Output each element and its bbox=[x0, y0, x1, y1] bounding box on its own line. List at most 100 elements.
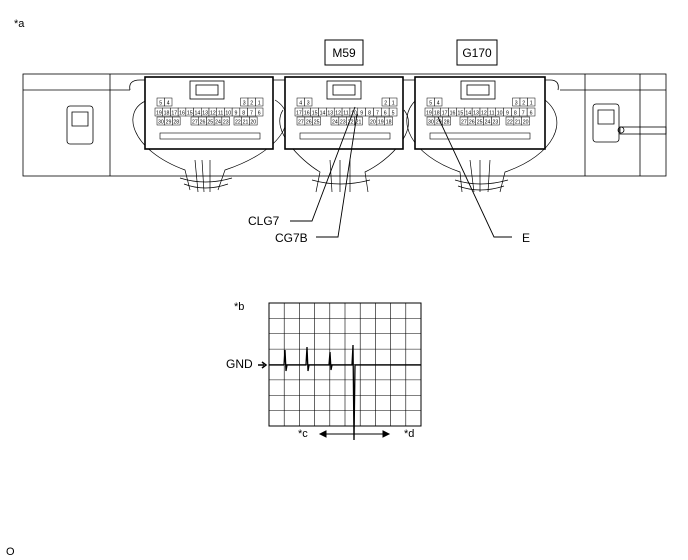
leader-e bbox=[437, 116, 512, 238]
pin-number: 9 bbox=[235, 110, 238, 116]
pin-top-left-cell bbox=[164, 97, 173, 107]
callout-cg7b: CG7B bbox=[275, 231, 308, 245]
leader-clg7 bbox=[290, 106, 356, 222]
pin-mid-cell bbox=[255, 107, 264, 117]
pin-mid-cell bbox=[388, 107, 398, 117]
pin-top-right-cell bbox=[527, 97, 536, 107]
svg-text:G170: G170 bbox=[462, 46, 492, 60]
pin-number: 23 bbox=[492, 119, 498, 125]
pin-number: 11 bbox=[343, 110, 348, 116]
pin-number: 24 bbox=[485, 119, 491, 125]
latch bbox=[326, 80, 362, 100]
pin-mid-cell bbox=[526, 107, 536, 117]
ref-c-label: *c bbox=[298, 428, 308, 440]
pin-bottom-left-cell bbox=[312, 116, 321, 126]
pin-number: 14 bbox=[465, 110, 471, 116]
pin-top-left-cell bbox=[434, 97, 443, 107]
pin-number: 22 bbox=[507, 119, 513, 125]
pin-number: 29 bbox=[166, 119, 172, 125]
pin-number: 22 bbox=[348, 119, 354, 125]
pin-bottom-left-cell bbox=[442, 116, 451, 126]
pin-number: 23 bbox=[223, 119, 229, 125]
callout-e: E bbox=[522, 231, 530, 245]
pin-bottom-mid-cell bbox=[221, 116, 230, 126]
pin-number: 16 bbox=[450, 110, 456, 116]
pin-number: 8 bbox=[368, 110, 371, 116]
pin-number: 16 bbox=[304, 110, 310, 116]
leader-cg7b bbox=[316, 113, 358, 238]
pin-number: 21 bbox=[356, 119, 362, 125]
pin-number: 15 bbox=[312, 110, 318, 116]
pin-top-right-cell bbox=[389, 97, 398, 107]
ecu-housing bbox=[22, 73, 667, 177]
pin-number: 20 bbox=[370, 119, 376, 125]
oscilloscope-screen bbox=[268, 302, 422, 441]
pin-number: 26 bbox=[200, 119, 206, 125]
pin-number: 30 bbox=[428, 119, 434, 125]
pin-number: 16 bbox=[179, 110, 185, 116]
pin-number: 1 bbox=[530, 100, 533, 106]
pin-number: 3 bbox=[307, 100, 310, 106]
gnd-label: GND bbox=[226, 357, 253, 371]
pin-number: 12 bbox=[481, 110, 487, 116]
pin-bottom-right-cell bbox=[249, 116, 258, 126]
pin-number: 17 bbox=[171, 110, 177, 116]
pin-number: 20 bbox=[523, 119, 529, 125]
pin-bottom-right-cell bbox=[384, 116, 393, 126]
pin-number: 5 bbox=[159, 100, 162, 106]
gnd-arrow bbox=[258, 361, 268, 369]
pin-number: 15 bbox=[187, 110, 193, 116]
pin-number: 9 bbox=[360, 110, 363, 116]
pin-bottom-left-cell bbox=[172, 116, 181, 126]
pin-number: 11 bbox=[489, 110, 494, 116]
pin-number: 1 bbox=[258, 100, 261, 106]
pin-bottom-mid-cell bbox=[491, 116, 500, 126]
pin-number: 2 bbox=[250, 100, 253, 106]
ref-d-label: *d bbox=[404, 428, 414, 440]
callout-clg7: CLG7 bbox=[248, 214, 280, 228]
pin-number: 4 bbox=[437, 100, 440, 106]
pin-number: 2 bbox=[522, 100, 525, 106]
pin-number: 18 bbox=[434, 110, 440, 116]
latch bbox=[460, 80, 496, 100]
pin-number: 11 bbox=[218, 110, 223, 116]
pin-number: 26 bbox=[306, 119, 312, 125]
time-span-arrow bbox=[318, 430, 391, 438]
pin-number: 20 bbox=[250, 119, 256, 125]
pin-number: 19 bbox=[156, 110, 162, 116]
pin-number: 6 bbox=[258, 110, 261, 116]
pin-number: 29 bbox=[436, 119, 442, 125]
pin-number: 7 bbox=[522, 110, 525, 116]
pin-number: 15 bbox=[457, 110, 463, 116]
pin-number: 19 bbox=[378, 119, 384, 125]
pin-number: 14 bbox=[195, 110, 201, 116]
pin-number: 18 bbox=[164, 110, 170, 116]
pin-number: 26 bbox=[469, 119, 475, 125]
pin-number: 10 bbox=[497, 110, 503, 116]
pin-number: 9 bbox=[506, 110, 509, 116]
pin-number: 25 bbox=[477, 119, 483, 125]
pin-number: 6 bbox=[384, 110, 387, 116]
pin-number: 28 bbox=[173, 119, 179, 125]
pin-number: 1 bbox=[392, 100, 395, 106]
pin-number: 13 bbox=[327, 110, 333, 116]
pin-number: 27 bbox=[192, 119, 198, 125]
pin-number: 21 bbox=[243, 119, 249, 125]
pin-number: 22 bbox=[235, 119, 241, 125]
pin-number: 27 bbox=[461, 119, 467, 125]
pin-top-left-cell bbox=[304, 97, 313, 107]
connector-tag-g170: G170 bbox=[456, 39, 498, 66]
pin-number: 25 bbox=[207, 119, 213, 125]
pin-bottom-right-cell bbox=[521, 116, 530, 126]
pin-number: 7 bbox=[250, 110, 253, 116]
pin-number: 8 bbox=[514, 110, 517, 116]
pin-number: 17 bbox=[296, 110, 302, 116]
pin-number: 10 bbox=[351, 110, 357, 116]
ref-a-label: *a bbox=[14, 18, 25, 30]
callout-leaders bbox=[290, 106, 512, 238]
pin-bottom-mid-cell bbox=[354, 116, 363, 126]
pin-number: 19 bbox=[426, 110, 432, 116]
pin-number: 24 bbox=[215, 119, 221, 125]
